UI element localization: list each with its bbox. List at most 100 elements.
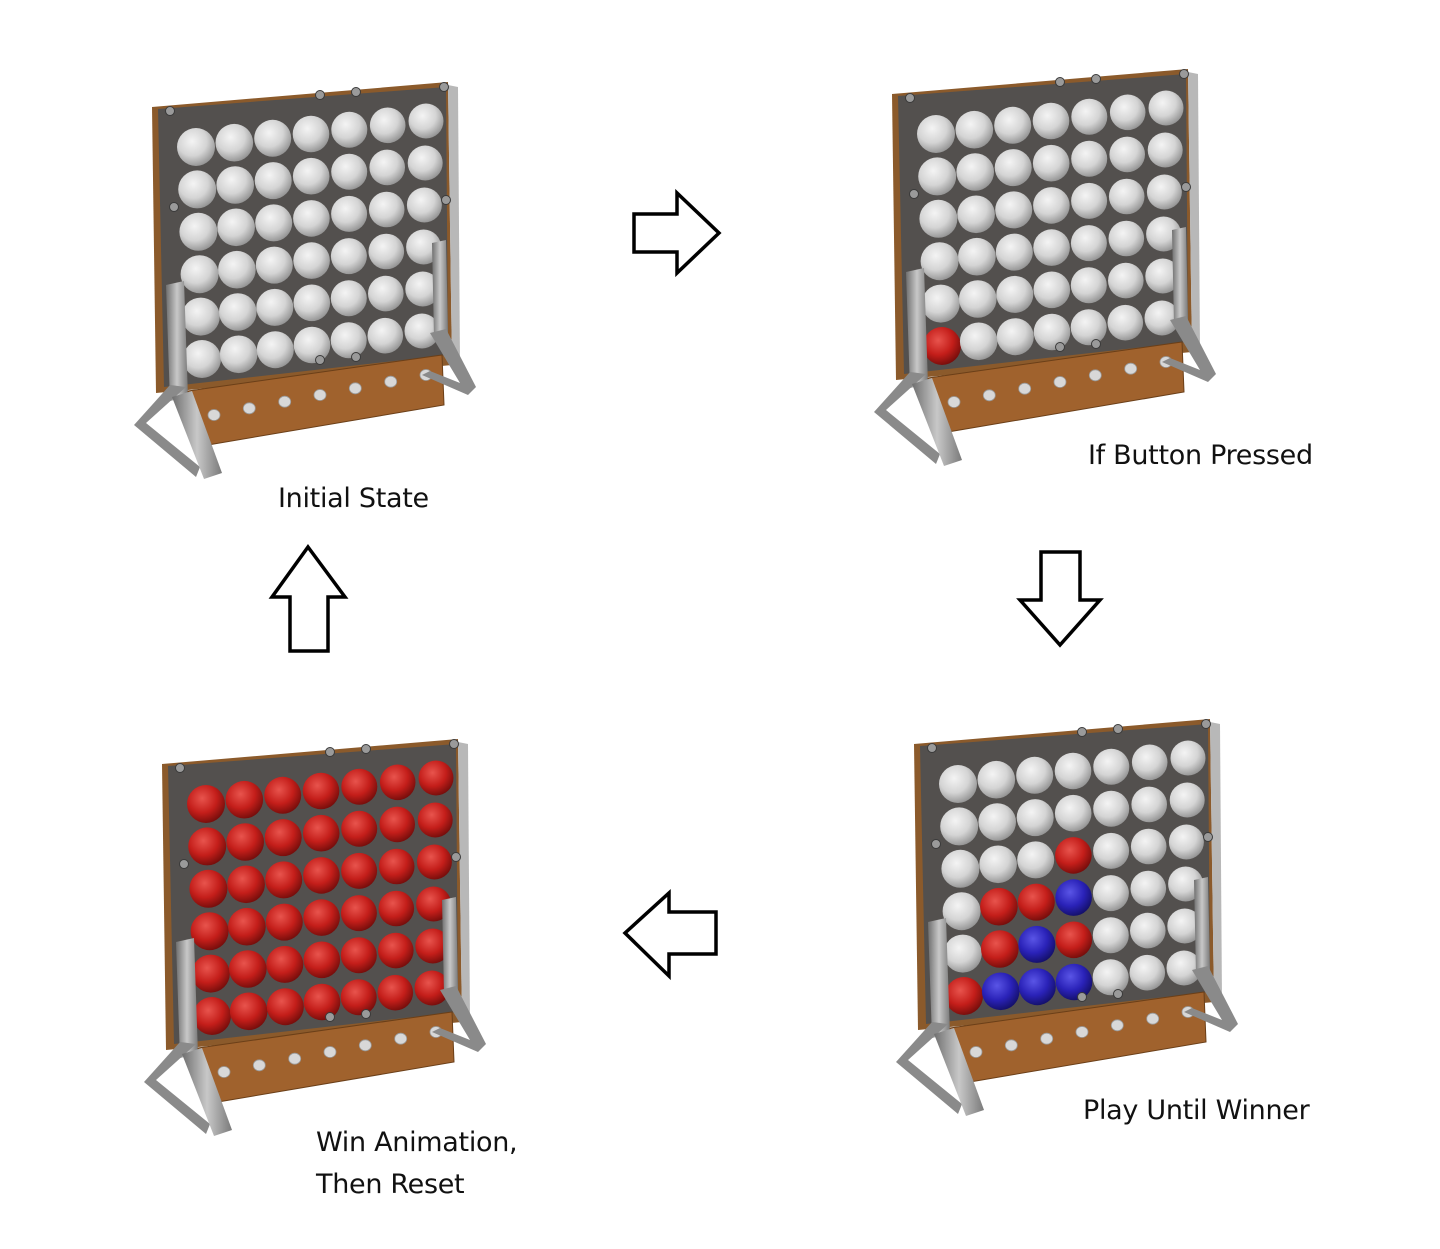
empty-slot [1109,94,1146,131]
empty-slot [1071,182,1108,219]
empty-slot [1093,832,1130,869]
empty-slot [1147,132,1183,168]
empty-slot [219,293,257,331]
column-button [1124,362,1138,375]
empty-slot [917,115,955,153]
empty-slot [1108,178,1145,215]
empty-slot [957,195,995,234]
label-play-until-winner: Play Until Winner [1083,1095,1310,1126]
empty-slot [1032,144,1070,182]
empty-slot [1109,136,1145,173]
empty-slot [1032,102,1070,140]
empty-slot [995,233,1033,271]
empty-slot [406,187,442,223]
empty-slot [1129,954,1166,991]
empty-slot [1131,744,1168,781]
label-button-pressed: If Button Pressed [1088,440,1313,471]
empty-slot [1169,782,1205,818]
red-piece [340,979,377,1016]
column-button [1110,1019,1124,1032]
red-piece [378,848,415,885]
board-win-animation [140,732,500,1142]
red-piece [265,903,303,941]
empty-slot [1033,229,1070,266]
column-button [947,396,961,408]
red-piece [303,983,341,1021]
empty-slot [959,280,997,318]
board-play-until-winner [892,712,1252,1122]
empty-slot [1071,140,1108,177]
empty-slot [920,242,959,281]
empty-slot [918,157,957,196]
empty-slot [404,313,440,349]
empty-slot [1144,300,1180,336]
empty-slot [1130,912,1166,949]
empty-slot [1092,917,1129,954]
red-piece [302,814,340,852]
column-button [348,382,362,395]
empty-slot [1054,794,1092,832]
red-piece [264,819,302,857]
red-piece [302,772,340,810]
empty-slot [331,195,368,232]
blue-piece [981,972,1020,1011]
empty-slot [1016,756,1054,794]
empty-slot [368,233,405,270]
column-button [394,1032,408,1045]
column-button [969,1046,983,1058]
empty-slot [977,760,1016,799]
red-piece [415,928,451,964]
red-piece [341,852,378,889]
empty-slot [368,191,405,228]
arrow-down-icon [1010,545,1110,655]
red-piece [378,890,415,927]
empty-slot [293,200,330,237]
empty-slot [939,765,977,803]
empty-slot [996,318,1034,356]
empty-slot [183,340,221,378]
empty-slot [368,275,404,312]
empty-slot [254,119,292,157]
label-win-line1: Win Animation, [316,1127,518,1158]
empty-slot [1070,309,1107,346]
red-piece [414,970,450,1006]
board-button-pressed [870,62,1230,472]
empty-slot [943,934,982,973]
column-button [252,1059,266,1072]
red-piece [1055,921,1093,959]
board-initial-state [130,75,490,485]
empty-slot [179,212,218,251]
empty-slot [255,204,293,242]
empty-slot [1092,875,1129,912]
red-piece [266,988,304,1026]
column-button [1004,1039,1018,1052]
label-win-animation: Win Animation, Then Reset [316,1122,518,1206]
blue-piece [1018,925,1056,963]
column-button [1146,1012,1160,1025]
empty-slot [1071,98,1108,135]
empty-slot [330,238,367,275]
empty-slot [955,110,994,149]
empty-slot [405,271,441,307]
blue-piece [1055,963,1093,1001]
red-piece [340,895,377,932]
red-piece [418,760,454,796]
empty-slot [1148,90,1184,126]
empty-slot [996,275,1034,313]
column-button [358,1039,372,1052]
empty-slot [215,123,254,162]
empty-slot [407,145,443,181]
empty-slot [1108,262,1144,299]
empty-slot [293,284,331,322]
red-piece [980,887,1018,926]
red-piece [187,785,225,823]
red-piece [303,857,340,894]
empty-slot [1130,870,1167,907]
red-piece [1055,837,1092,874]
empty-slot [292,115,330,153]
empty-slot [994,106,1032,144]
empty-slot [1168,824,1204,860]
empty-slot [979,845,1017,884]
column-button [207,409,221,421]
column-button [1053,376,1067,388]
